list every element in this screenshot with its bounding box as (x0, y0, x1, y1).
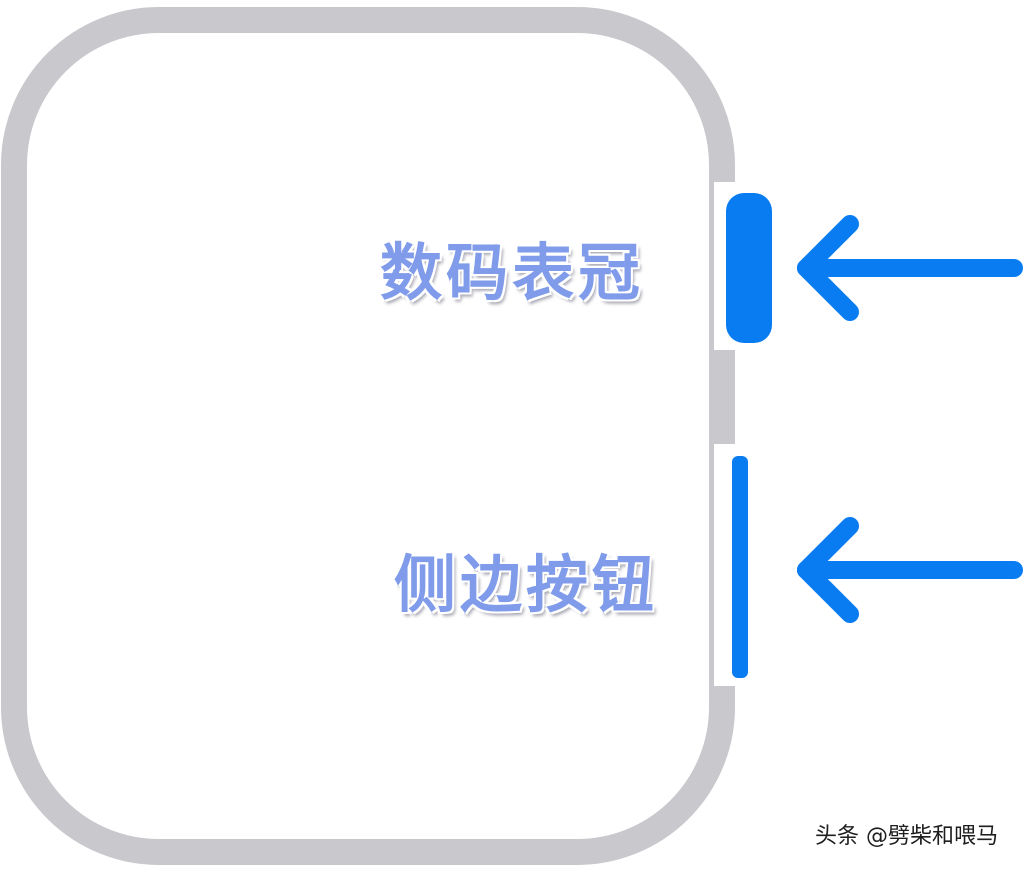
side-button-label: 侧边按钮 (394, 548, 659, 621)
side-button (732, 456, 748, 678)
digital-crown (726, 193, 772, 343)
watermark: 头条 @劈柴和喂马 (815, 824, 998, 849)
watch-case-outline (1, 7, 735, 865)
arrow-left-icon (797, 215, 1023, 321)
digital-crown-label: 数码表冠 (380, 236, 645, 309)
side-button-gap (714, 444, 736, 686)
arrow-left-icon (797, 517, 1023, 623)
